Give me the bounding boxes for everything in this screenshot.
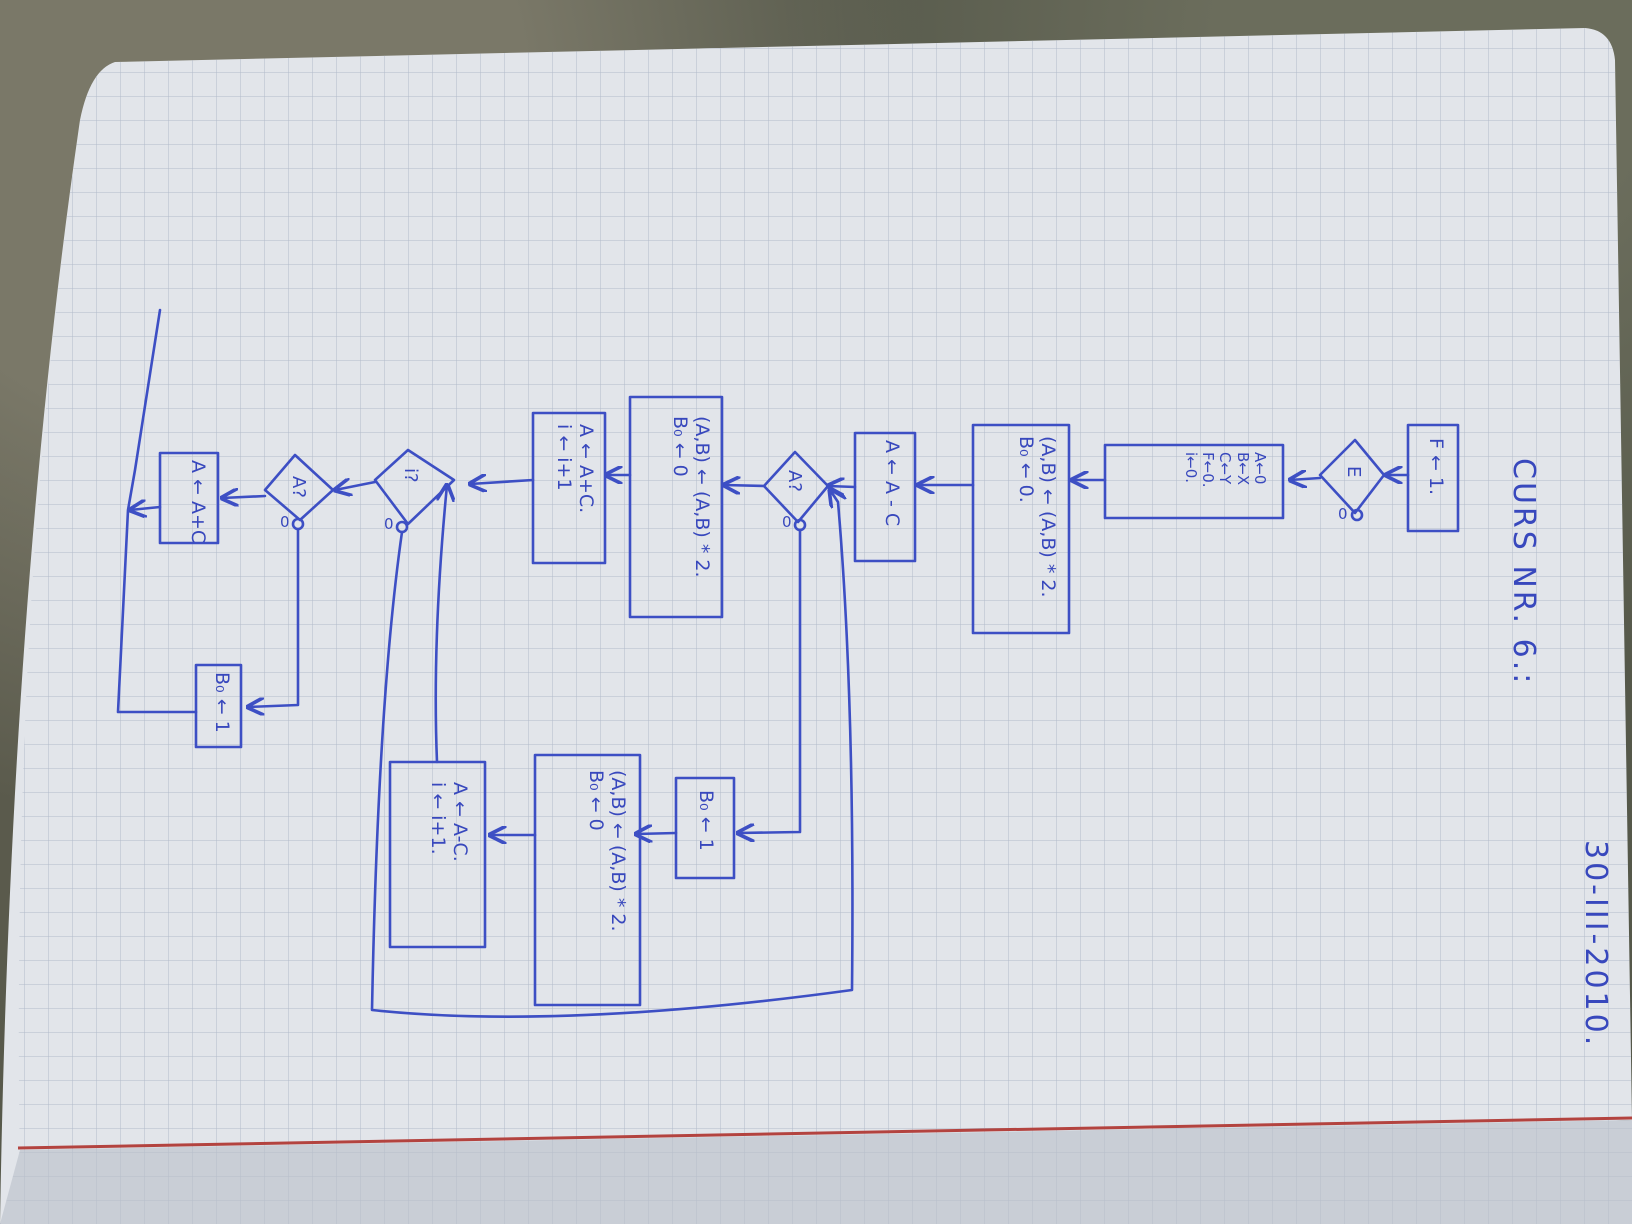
box-sub-c xyxy=(853,431,917,563)
page-title: CURS NR. 6.: xyxy=(1506,458,1541,687)
label-decision-e: E xyxy=(1343,466,1364,478)
label-final-add: A ← A+C xyxy=(187,460,209,544)
box-init-regs xyxy=(1103,443,1285,520)
diamond-e xyxy=(1318,438,1386,515)
page-date: 30-III-2010. xyxy=(1578,840,1613,1049)
label-lower-b0: B₀ ← 1 xyxy=(695,790,717,851)
box-final-add xyxy=(158,451,220,545)
page-edge xyxy=(17,1116,1632,1150)
label-decision-i-out: 0 xyxy=(384,515,394,533)
flowchart xyxy=(116,308,1460,1018)
label-add-c: A ← A+C. i ← i+1 xyxy=(553,424,597,514)
page-grid xyxy=(18,28,1632,1170)
label-shift-3: (A,B) ← (A,B) * 2. B₀ ← 0 xyxy=(585,770,629,932)
box-shift-3 xyxy=(533,753,642,1007)
label-decision-i: i? xyxy=(400,468,421,483)
label-shift-2: (A,B) ← (A,B) * 2. B₀ ← 0 xyxy=(669,416,713,578)
label-decision-a-2: A? xyxy=(288,476,309,498)
diamond-a-1 xyxy=(762,450,830,524)
label-decision-a-2-out: 0 xyxy=(280,513,290,531)
box-f-init xyxy=(1406,423,1460,533)
label-shift-1: (A,B) ← (A,B) * 2. B₀ ← 0. xyxy=(1015,436,1059,598)
label-sub-c: A ← A - C xyxy=(881,440,903,527)
label-decision-a-1: A? xyxy=(784,470,805,492)
label-init-regs: A←0 B←X C←Y F←0. i←0. xyxy=(1182,452,1269,488)
label-decision-a-1-out: 0 xyxy=(782,513,792,531)
box-shift-1 xyxy=(971,423,1071,635)
label-sub-c-inc: A ← A-C. i ← i+1. xyxy=(427,782,471,862)
label-decision-e-out: 0 xyxy=(1338,505,1348,523)
box-final-b0 xyxy=(194,663,243,749)
box-add-c xyxy=(531,411,607,565)
diamond-i xyxy=(373,448,456,526)
box-shift-2 xyxy=(628,395,724,619)
label-final-b0: B₀ ← 1 xyxy=(211,672,233,733)
label-f-init: F ← 1. xyxy=(1425,438,1447,496)
box-lower-b0 xyxy=(674,776,736,880)
